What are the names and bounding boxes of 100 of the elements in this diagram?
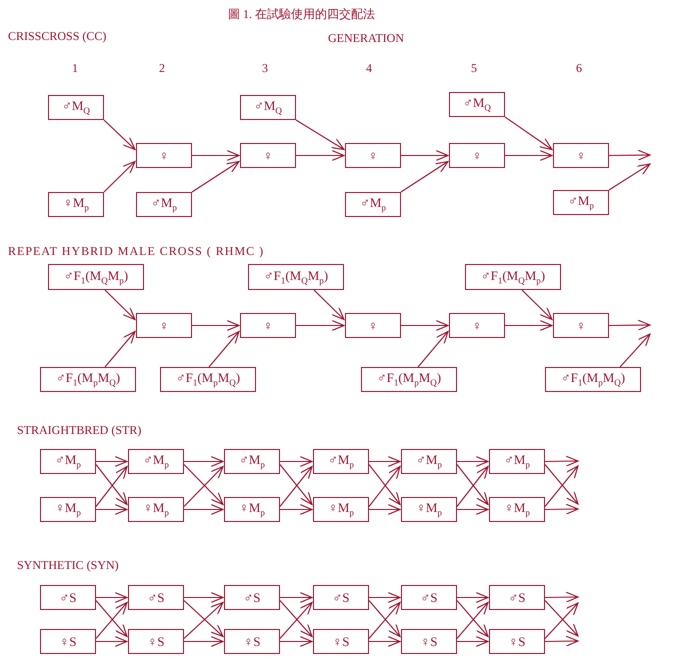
arrow <box>620 333 651 368</box>
breed-label: ♀S <box>148 635 164 648</box>
generation-number: 1 <box>72 62 78 74</box>
arrow <box>545 592 579 603</box>
breeding-box <box>128 629 184 654</box>
breed-label: ♀M$_{p}$ <box>504 501 530 518</box>
breed-label: ♀ <box>368 319 378 332</box>
breeding-box <box>224 585 280 610</box>
breeding-box <box>240 143 296 168</box>
arrow <box>208 330 240 368</box>
arrow <box>504 116 553 150</box>
breeding-box <box>449 92 505 117</box>
breed-label: ♂M$_{Q}$ <box>62 99 90 116</box>
breed-label: ♂M$_{Q}$ <box>463 96 491 113</box>
breeding-box <box>345 192 401 217</box>
arrow <box>280 504 313 516</box>
breed-label: ♂M$_{p}$ <box>328 453 354 470</box>
breed-label: ♂M$_{p}$ <box>568 194 594 211</box>
arrow <box>505 150 553 162</box>
breeding-box <box>345 313 401 338</box>
breed-label: ♀ <box>576 319 586 332</box>
breed-label: ♂M$_{p}$ <box>151 196 177 213</box>
breed-label: ♀S <box>60 635 76 648</box>
arrow <box>522 290 553 320</box>
arrow <box>104 330 136 368</box>
breed-label: ♀ <box>576 149 586 162</box>
breeding-box <box>40 629 96 654</box>
breeding-box <box>224 497 280 522</box>
breed-label: ♂M$_{p}$ <box>239 453 265 470</box>
breed-label: ♂F$_{1}$(M$_{p}$M$_{Q}$) <box>560 371 626 388</box>
breeding-box <box>545 367 641 392</box>
breed-label: ♂F$_{1}$(M$_{p}$M$_{Q}$) <box>376 371 442 388</box>
breeding-box <box>401 497 457 522</box>
breed-label: ♂M$_{p}$ <box>504 453 530 470</box>
arrow <box>104 160 136 192</box>
arrow <box>192 320 240 332</box>
breeding-box <box>48 95 104 120</box>
arrow <box>369 504 401 516</box>
breeding-box <box>136 143 192 168</box>
breeding-box <box>553 143 609 168</box>
arrow <box>96 592 128 604</box>
arrow <box>296 150 345 162</box>
arrow <box>184 504 224 516</box>
arrow <box>418 330 449 368</box>
generation-number: 3 <box>262 62 268 74</box>
breeding-box <box>40 367 136 392</box>
arrow <box>505 320 553 332</box>
arrow <box>608 163 651 190</box>
breed-label: ♀ <box>263 149 273 162</box>
arrow <box>96 456 128 468</box>
arrow <box>457 636 489 648</box>
generation-number: 4 <box>366 62 372 74</box>
arrow <box>280 636 313 648</box>
breed-label: ♀S <box>420 635 438 648</box>
breed-label: ♂F$_{1}$(M$_{p}$M$_{Q}$) <box>56 371 120 388</box>
breeding-box <box>48 192 104 217</box>
breeding-box <box>313 449 369 474</box>
breeding-box <box>248 264 344 290</box>
breed-label: ♂S <box>332 591 350 604</box>
breed-label: ♂M$_{p}$ <box>143 453 169 470</box>
breed-label: ♀ <box>159 319 169 332</box>
breed-label: ♂F$_{1}$(M$_{Q}$M$_{p}$) <box>64 268 128 286</box>
arrow <box>609 320 651 331</box>
section-heading: CRISSCROSS (CC) <box>8 30 106 42</box>
generation-number: 6 <box>576 62 582 74</box>
arrow <box>457 456 489 468</box>
breeding-box <box>128 585 184 610</box>
breeding-box <box>313 629 369 654</box>
breed-label: ♀ <box>472 319 482 332</box>
generation-number: 5 <box>471 62 477 74</box>
breed-label: ♀M$_{p}$ <box>328 501 354 518</box>
arrow <box>545 636 579 647</box>
breed-label: ♂M$_{p}$ <box>55 453 81 470</box>
breeding-box <box>489 585 545 610</box>
arrow <box>96 636 128 648</box>
breeding-box <box>489 497 545 522</box>
section-heading: SYNTHETIC (SYN) <box>17 559 119 571</box>
breeding-box <box>313 497 369 522</box>
arrow <box>401 320 449 332</box>
breeding-box <box>449 143 505 168</box>
breed-label: ♂S <box>420 591 438 604</box>
arrow <box>96 504 128 516</box>
arrow <box>400 160 449 192</box>
breed-label: ♂F$_{1}$(M$_{p}$M$_{Q}$) <box>176 371 240 388</box>
arrow <box>280 592 313 604</box>
breeding-box <box>313 585 369 610</box>
breeding-box <box>361 367 457 392</box>
breeding-box <box>136 192 192 217</box>
arrow <box>184 592 224 604</box>
breeding-box <box>345 143 401 168</box>
breeding-box <box>401 449 457 474</box>
breed-label: ♀ <box>472 149 482 162</box>
breeding-box <box>401 585 457 610</box>
breed-label: ♂S <box>244 591 260 604</box>
breed-label: ♂S <box>60 591 76 604</box>
arrow <box>104 120 136 150</box>
breeding-box <box>128 449 184 474</box>
breed-label: ♀M$_{p}$ <box>55 501 81 518</box>
breeding-box <box>489 629 545 654</box>
arrow <box>369 456 401 468</box>
